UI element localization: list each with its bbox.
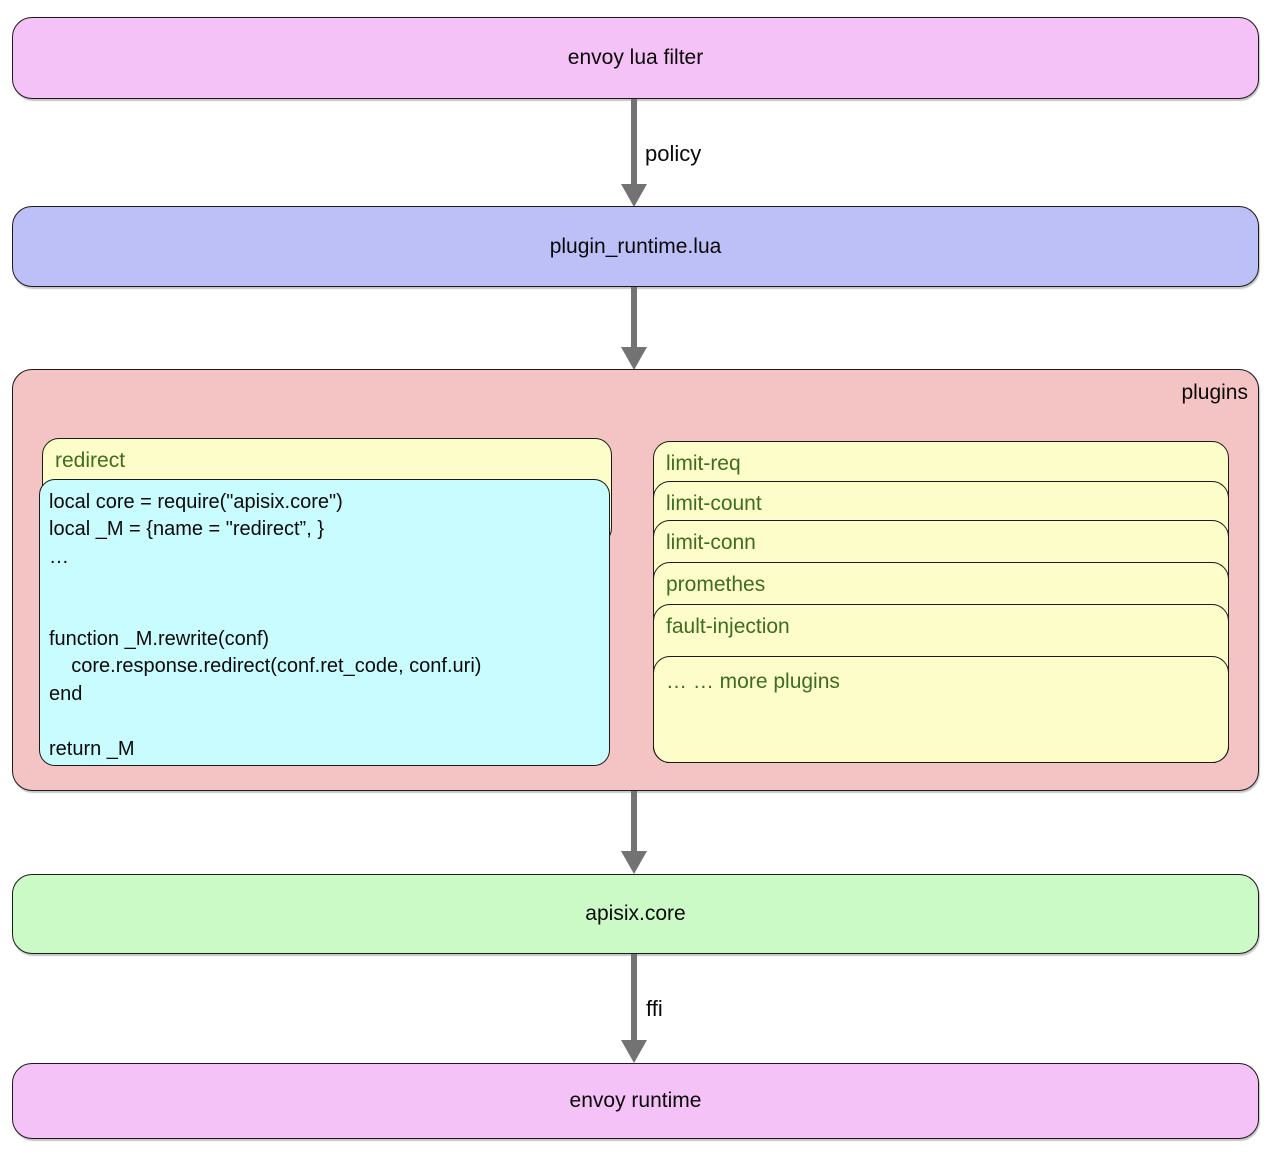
arrow-plugins-to-core-head (621, 851, 647, 874)
node-envoy-runtime: envoy runtime (12, 1063, 1259, 1139)
node-plugin-runtime-label: plugin_runtime.lua (549, 234, 722, 258)
edge-label-ffi: ffi (646, 996, 663, 1021)
redirect-code-block: local core = require("apisix.core") loca… (39, 479, 610, 766)
redirect-code-text: local core = require("apisix.core") loca… (49, 491, 482, 760)
node-envoy-lua-filter: envoy lua filter (12, 17, 1259, 99)
arrow-policy-head (621, 184, 647, 207)
arrow-plugins-to-core-line (631, 791, 637, 852)
plugin-card-label: fault-injection (666, 615, 790, 638)
plugin-card-more: … … more plugins (653, 656, 1229, 763)
plugin-card-label: limit-req (666, 452, 741, 475)
edge-label-policy: policy (645, 141, 702, 166)
plugin-card-label: limit-conn (666, 531, 756, 554)
plugins-container-label: plugins (1181, 381, 1248, 404)
arrow-ffi-head (621, 1040, 647, 1063)
node-plugin-runtime: plugin_runtime.lua (12, 206, 1259, 287)
node-apisix-core-label: apisix.core (585, 902, 686, 925)
arrow-ffi-line (631, 954, 637, 1041)
node-apisix-core: apisix.core (12, 874, 1259, 954)
plugin-card-label: limit-count (666, 492, 762, 515)
arrow-runtime-to-plugins-line (631, 287, 637, 348)
arrow-policy-line (631, 99, 637, 185)
node-envoy-runtime-label: envoy runtime (569, 1089, 702, 1112)
plugin-card-redirect-label: redirect (55, 449, 126, 472)
arrow-runtime-to-plugins-head (621, 347, 647, 370)
plugin-card-label: promethes (666, 573, 766, 596)
plugin-card-label: … … more plugins (666, 670, 840, 693)
node-envoy-lua-filter-label: envoy lua filter (567, 46, 704, 69)
